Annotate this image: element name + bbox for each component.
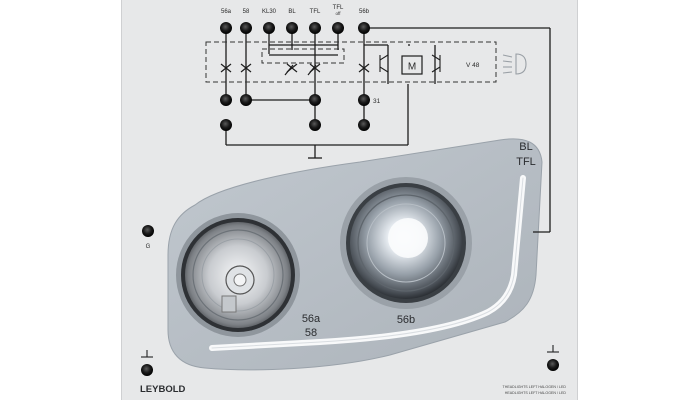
label-tfl: TFL [516,156,536,168]
bottom-jack-row [220,119,370,131]
motor-label: M [408,62,416,73]
jack-bl-top[interactable] [286,22,298,34]
ground-symbol-right-icon [547,345,559,353]
left-headlight-lamp [176,213,300,337]
switch-marks [220,63,370,76]
jack-left-g-label: G [146,244,151,250]
schematic-dashed-boxes [205,41,497,83]
jack-ground-1[interactable] [220,119,232,131]
panel-right-edge [577,0,578,400]
headlight-symbol-icon [502,53,527,75]
jack-ground-3[interactable] [358,119,370,131]
wiring [225,27,551,233]
product-line-2: HEADLIGHTS LEFT HALOGEN / LED [505,391,567,395]
jack-kl30-top[interactable] [263,22,275,34]
middle-jack-row [220,94,370,106]
jack-tfl-top[interactable] [309,22,321,34]
terminal-label-tfl-off-2: off [336,11,342,16]
jack-56a-top[interactable] [220,22,232,34]
jack-58-top[interactable] [240,22,252,34]
terminal-label-kl30: KL30 [262,9,277,15]
motor-symbol [401,55,423,75]
transistor-symbols [379,54,441,73]
label-58: 58 [305,327,317,339]
terminal-label-tfl: TFL [310,9,321,15]
terminal-label-bl: BL [288,9,296,15]
label-bl: BL [519,141,532,153]
label-56b: 56b [397,314,415,326]
product-line-1: THEADLIGHTS LEFT HALOGEN / LED [503,385,567,389]
module-label: V 48 [466,62,480,69]
jack-ground-bottom-left[interactable] [141,364,153,376]
terminal-label-tfl-off-1: TFL [333,5,344,11]
top-jack-row [220,22,370,34]
panel-left-edge [121,0,122,400]
jack-left-g[interactable] [142,225,154,237]
right-headlight-lamp [340,177,472,309]
jack-31-mid[interactable] [358,94,370,106]
jack-58-mid[interactable] [240,94,252,106]
jack-tfl-mid[interactable] [309,94,321,106]
terminal-label-56a: 56a [221,9,232,15]
ground-symbol-left-icon [141,350,153,358]
brand-logo: LEYBOLD [140,384,186,395]
jack-56a-mid[interactable] [220,94,232,106]
terminal-label-58: 58 [243,9,250,15]
label-56a: 56a [302,313,321,325]
jack-ground-2[interactable] [309,119,321,131]
jack-56b-top[interactable] [358,22,370,34]
terminal-label-31: 31 [373,98,381,105]
jack-ground-bottom-right[interactable] [547,359,559,371]
jack-tfl-off-top[interactable] [332,22,344,34]
terminal-label-56b: 56b [359,9,370,15]
